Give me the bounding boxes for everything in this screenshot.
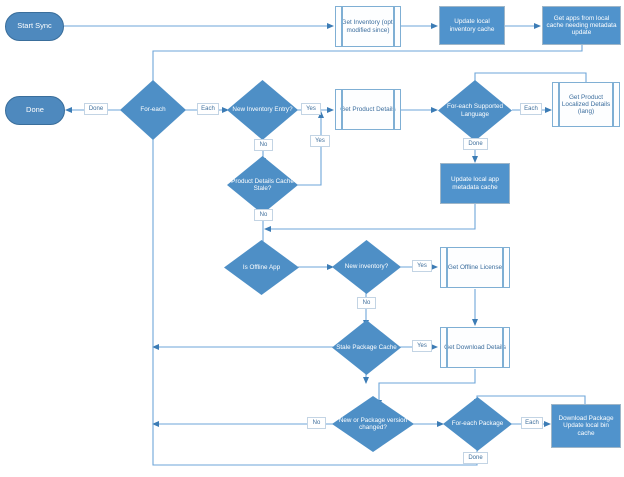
node-label: Get Product Localized Details (lang): [561, 93, 611, 116]
node-new-or-package-version-changed[interactable]: New or Package version changed?: [332, 396, 414, 452]
node-stale-package-cache[interactable]: Stale Package Cache: [332, 320, 401, 375]
node-label: For-each Supported Language: [446, 103, 503, 118]
edge-label-stale-package-yes: Yes: [412, 340, 432, 352]
node-get-offline-license[interactable]: Get Offline License: [440, 247, 510, 288]
node-label: Done: [26, 105, 44, 115]
node-get-inventory[interactable]: Get Inventory (opt: modified since): [335, 6, 401, 47]
edge-label-lang-each: Each: [520, 103, 542, 115]
node-label: Get apps from local cache needing metada…: [546, 14, 617, 37]
node-download-package[interactable]: Download Package Update local bin cache: [551, 404, 621, 448]
node-label: New Inventory Entry?: [232, 106, 293, 114]
edge-label-cache-stale-yes-branch: Yes: [310, 135, 330, 147]
node-label: Get Inventory (opt: modified since): [341, 19, 395, 34]
edge-label-new-inventory-no: No: [357, 297, 376, 309]
node-for-each-supported-language[interactable]: For-each Supported Language: [438, 80, 512, 141]
node-label: Update local app metadata cache: [451, 176, 499, 191]
node-label: New or Package version changed?: [338, 416, 408, 431]
node-label: Product Details Cache Stale?: [231, 177, 294, 192]
node-product-details-cache-stale[interactable]: Product Details Cache Stale?: [227, 156, 298, 214]
edge-label-for-each-each: Each: [197, 103, 219, 115]
node-label: Update local inventory cache: [449, 18, 495, 33]
edge-label-for-each-done: Done: [84, 103, 108, 115]
node-label: For-each: [140, 106, 166, 114]
node-label: Start Sync: [17, 21, 52, 31]
node-get-download-details[interactable]: Get Download Details: [440, 327, 510, 368]
node-label: For-each Package: [451, 420, 504, 428]
edge-label-package-each: Each: [521, 417, 543, 429]
node-get-product-localized-details[interactable]: Get Product Localized Details (lang): [552, 82, 620, 127]
node-label: Is Offline App: [242, 263, 281, 271]
node-for-each[interactable]: For-each: [120, 80, 186, 140]
node-for-each-package[interactable]: For-each Package: [443, 397, 512, 451]
node-update-inventory-cache[interactable]: Update local inventory cache: [439, 6, 505, 45]
node-get-apps-needing-metadata[interactable]: Get apps from local cache needing metada…: [542, 6, 621, 45]
node-new-inventory[interactable]: New inventory?: [332, 240, 401, 294]
node-label: Get Offline License: [447, 263, 503, 271]
node-label: Get Product Details: [340, 105, 396, 113]
edge-label-version-changed-no: No: [307, 417, 326, 429]
edge-label-package-done: Done: [463, 452, 488, 464]
node-start-sync[interactable]: Start Sync: [5, 12, 64, 41]
node-is-offline-app[interactable]: Is Offline App: [224, 240, 299, 295]
edge-label-new-inventory-entry-yes: Yes: [301, 103, 321, 115]
node-get-product-details[interactable]: Get Product Details: [335, 89, 401, 130]
node-label: Get Download Details: [444, 343, 506, 351]
edge-label-cache-stale-no: No: [254, 209, 273, 221]
node-label: New inventory?: [344, 263, 389, 271]
edge-label-lang-done: Done: [463, 138, 488, 150]
node-done[interactable]: Done: [5, 96, 65, 125]
node-update-app-metadata-cache[interactable]: Update local app metadata cache: [440, 163, 510, 204]
node-label: Download Package Update local bin cache: [558, 415, 614, 437]
edge-label-new-inventory-entry-no: No: [254, 139, 273, 151]
node-label: Stale Package Cache: [336, 343, 397, 351]
node-new-inventory-entry[interactable]: New Inventory Entry?: [227, 80, 298, 140]
edge-label-new-inventory-yes: Yes: [412, 260, 432, 272]
